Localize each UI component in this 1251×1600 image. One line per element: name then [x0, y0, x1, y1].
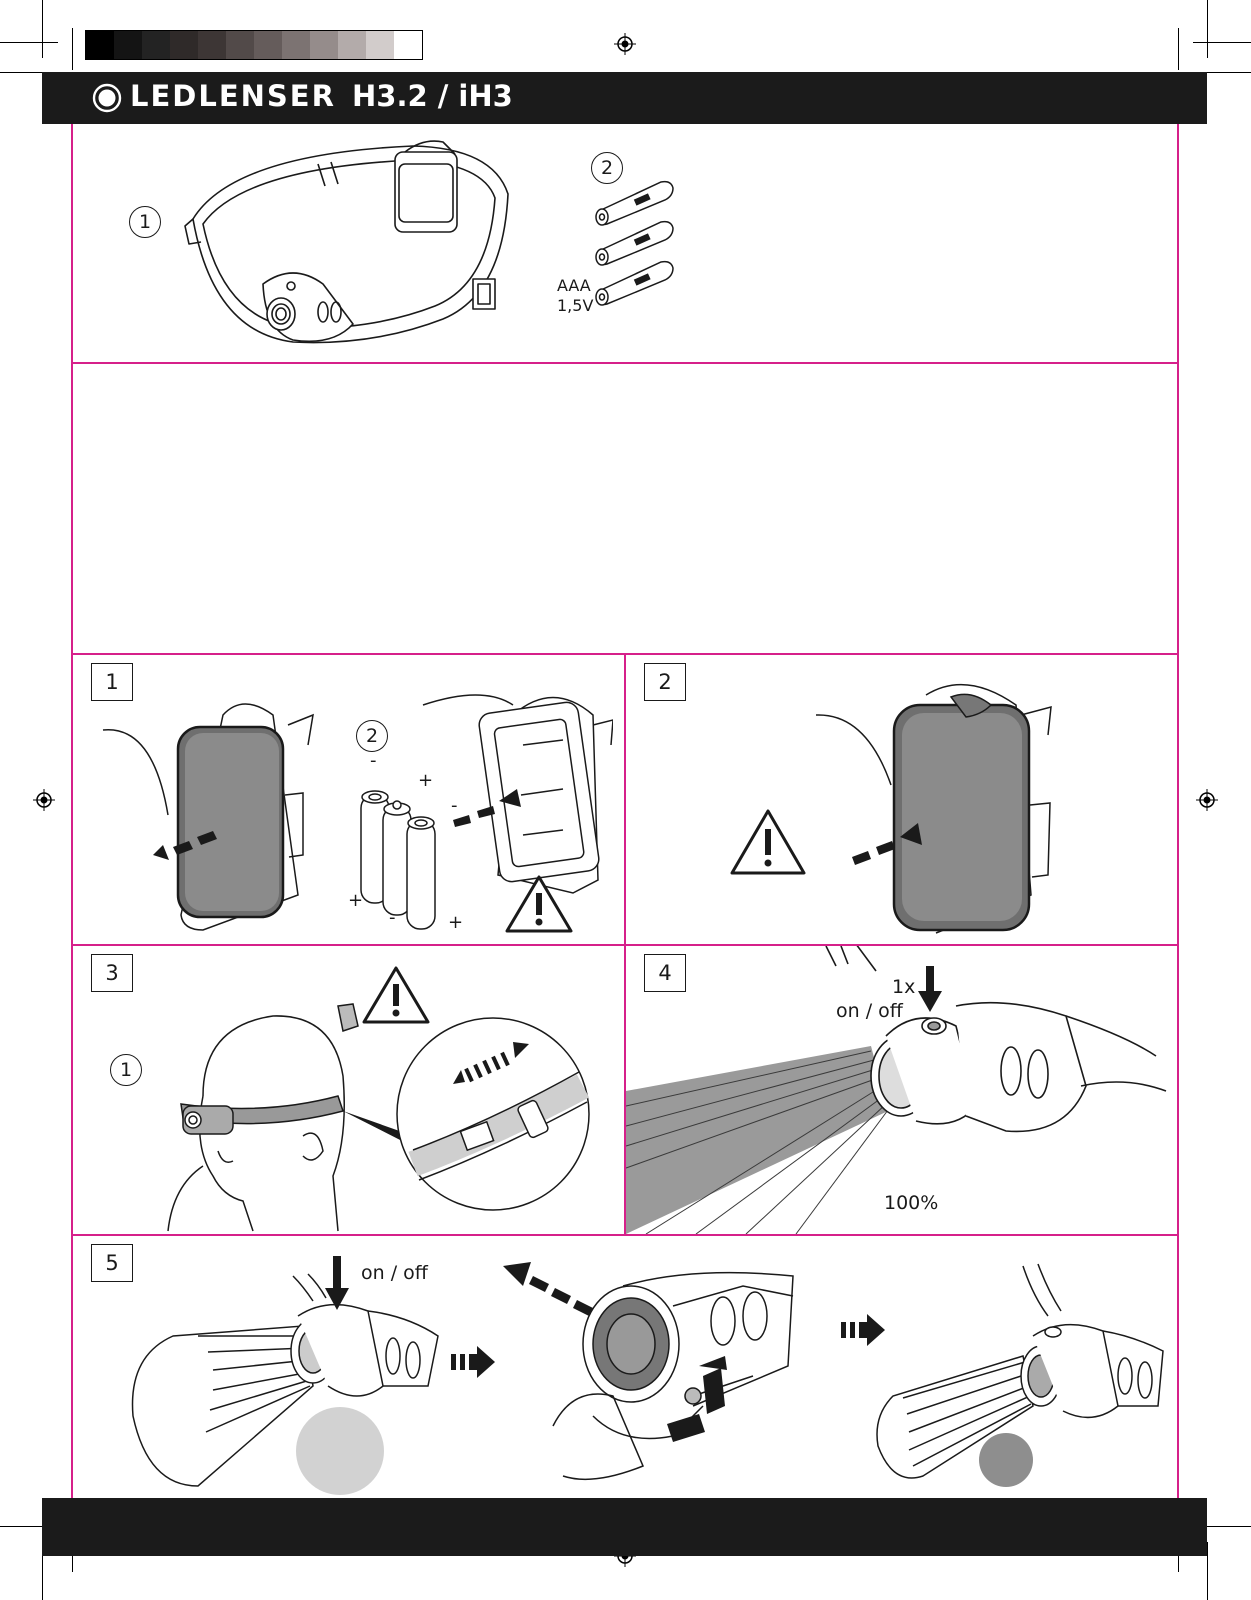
step-3-number: 3 [91, 954, 133, 992]
headlamp-illustration [184, 140, 509, 344]
battery-callout: 2 [356, 720, 388, 752]
light-spot-wide-icon [296, 1407, 384, 1495]
header-bar: LEDLENSER H3.2 / iH3 [42, 72, 1207, 124]
color-swatch [366, 31, 394, 59]
focus-adjust-illustration [503, 1262, 794, 1481]
step-3-panel: 3 1 [73, 946, 624, 1234]
crop-mark [42, 0, 43, 58]
frame-line [71, 1234, 1179, 1236]
lamp-wide-beam-illustration [131, 1256, 439, 1487]
frame-line [71, 362, 1179, 364]
crop-mark [1193, 42, 1251, 43]
step-1-panel: 1 [73, 655, 624, 944]
polarity-minus-bottom: - [389, 907, 396, 928]
warning-icon [730, 809, 806, 875]
registration-mark-icon [614, 33, 636, 55]
color-swatch [310, 31, 338, 59]
battery-cover-removal-illustration [102, 694, 613, 931]
frame-line [1177, 124, 1179, 1498]
polarity-plus-top: + [418, 770, 434, 791]
footer-bar [42, 1498, 1207, 1556]
crop-mark [1193, 1526, 1251, 1527]
battery-voltage-label: 1,5V [557, 296, 594, 315]
step-5-panel: 5 on / off [73, 1236, 1177, 1498]
crop-mark [0, 72, 58, 73]
color-swatch [226, 31, 254, 59]
item-2-callout: 2 [591, 152, 623, 184]
polarity-plus-left: + [348, 890, 364, 911]
output-percent-label: 100% [884, 1192, 939, 1214]
polarity-minus-top: - [370, 750, 377, 771]
step-2-number: 2 [644, 663, 686, 701]
warning-icon [505, 875, 573, 933]
frame-line [624, 653, 626, 1234]
head-with-headlamp-illustration [167, 1003, 590, 1232]
registration-mark-icon [1196, 789, 1218, 811]
brand-name: LEDLENSER [130, 79, 336, 113]
color-calibration-strip [85, 30, 423, 60]
color-swatch [170, 31, 198, 59]
color-swatch [338, 31, 366, 59]
polarity-plus-bottom: + [448, 912, 464, 933]
step5-onoff-label: on / off [361, 1262, 428, 1284]
crop-mark [0, 42, 58, 43]
overview-panel: 1 2 AAA 1,5V [73, 124, 1177, 362]
press-onoff-label: on / off [836, 1000, 903, 1022]
press-count-label: 1x [892, 976, 916, 998]
battery-type-label: AAA [557, 276, 591, 295]
color-swatch [198, 31, 226, 59]
color-swatch [86, 31, 114, 59]
crop-mark [1193, 72, 1251, 73]
item-1-callout: 1 [129, 206, 161, 238]
battery-cover-close-illustration [815, 683, 1052, 934]
light-spot-narrow-icon [979, 1433, 1033, 1487]
headband-callout: 1 [110, 1054, 142, 1086]
color-swatch [394, 31, 422, 59]
step-2-panel: 2 [626, 655, 1177, 944]
step-5-number: 5 [91, 1244, 133, 1282]
lamp-narrow-beam-illustration [876, 1263, 1164, 1479]
crop-mark [72, 28, 73, 70]
color-swatch [254, 31, 282, 59]
next-step-arrow-icon [841, 1314, 885, 1346]
ledlenser-logo-icon [92, 83, 122, 113]
crop-mark [1207, 1542, 1208, 1600]
crop-mark [1207, 0, 1208, 58]
step-4-panel: 4 1x [626, 946, 1177, 1234]
model-name: H3.2 / iH3 [352, 79, 513, 113]
crop-mark [42, 1542, 43, 1600]
frame-line [71, 124, 73, 1498]
registration-mark-icon [33, 789, 55, 811]
lamp-on-full-beam-illustration [626, 946, 1167, 1234]
step-4-number: 4 [644, 954, 686, 992]
color-swatch [114, 31, 142, 59]
crop-mark [1178, 28, 1179, 70]
polarity-minus-side: - [451, 795, 458, 816]
crop-mark [0, 1526, 58, 1527]
aaa-batteries-illustration [595, 180, 674, 306]
color-swatch [282, 31, 310, 59]
color-swatch [142, 31, 170, 59]
step-1-number: 1 [91, 663, 133, 701]
warning-icon [362, 966, 430, 1024]
next-step-arrow-icon [451, 1346, 495, 1378]
